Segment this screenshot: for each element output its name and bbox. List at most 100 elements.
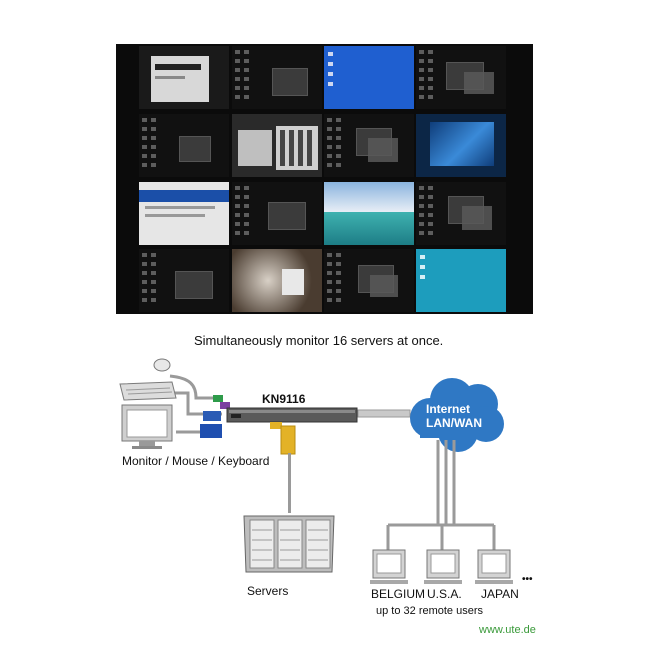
desktop-icon [336, 298, 341, 302]
desktop-icon [151, 271, 156, 275]
desktop-icon [327, 298, 332, 302]
server-screen-2[interactable] [232, 46, 322, 109]
remote-user-label-usa: U.S.A. [427, 587, 462, 601]
desktop-icon [327, 271, 332, 275]
desktop-icon [244, 50, 249, 54]
desktop-icon [419, 77, 424, 81]
remote-user-label-belgium: BELGIUM [371, 587, 426, 601]
server-screen-12[interactable] [416, 182, 506, 245]
desktop-icon [336, 136, 341, 140]
server-screen-4[interactable] [416, 46, 506, 109]
desktop-icon [235, 95, 240, 99]
footer-site-link[interactable]: www.ute.de [479, 624, 536, 636]
desktop-icon [151, 127, 156, 131]
desktop-icon [244, 59, 249, 63]
desktop-icon [419, 204, 424, 208]
server-screen-13[interactable] [139, 249, 229, 312]
desktop-icon [428, 231, 433, 235]
desktop-icon [235, 59, 240, 63]
desktop-icon [419, 231, 424, 235]
desktop-icon [244, 68, 249, 72]
remote-users-note: up to 32 remote users [376, 605, 484, 617]
server-screen-14[interactable] [232, 249, 322, 312]
desktop-icon [142, 145, 147, 149]
server-screen-6[interactable] [232, 114, 322, 177]
desktop-icon [244, 86, 249, 90]
server-screen-11[interactable] [324, 182, 414, 245]
server-monitor-wall [116, 44, 533, 314]
desktop-icon [142, 127, 147, 131]
desktop-icon [244, 204, 249, 208]
desktop-icon [336, 127, 341, 131]
desktop-icon [336, 145, 341, 149]
cloud-label-internet: Internet [426, 402, 471, 416]
desktop-icon [244, 222, 249, 226]
desktop-icon [428, 222, 433, 226]
monitor-caption: Simultaneously monitor 16 servers at onc… [194, 333, 444, 348]
desktop-icon [235, 231, 240, 235]
desktop-icon [327, 118, 332, 122]
desktop-icon [151, 136, 156, 140]
desktop-icon [336, 262, 341, 266]
server-screen-10[interactable] [232, 182, 322, 245]
kvm-switch-icon [226, 407, 358, 423]
remote-user-label-japan: JAPAN [481, 587, 519, 601]
desktop-icon [336, 154, 341, 158]
server-screen-7[interactable] [324, 114, 414, 177]
remote-user-cables [386, 440, 496, 550]
desktop-icon [428, 86, 433, 90]
desktop-icon [428, 213, 433, 217]
desktop-icon [428, 195, 433, 199]
desktop-icon [142, 163, 147, 167]
server-screen-1[interactable] [139, 46, 229, 109]
desktop-icon [142, 298, 147, 302]
cloud-label-lan-wan: LAN/WAN [426, 416, 482, 430]
desktop-icon [235, 195, 240, 199]
desktop-icon [244, 77, 249, 81]
desktop-icon [151, 262, 156, 266]
desktop-icon [428, 95, 433, 99]
monitor-icon [121, 404, 173, 449]
server-screen-9[interactable] [139, 182, 229, 245]
desktop-icon [327, 289, 332, 293]
desktop-icon [428, 186, 433, 190]
server-screen-15[interactable] [324, 249, 414, 312]
desktop-icon [151, 154, 156, 158]
desktop-icon [151, 289, 156, 293]
mouse-icon [153, 358, 171, 372]
desktop-icon [235, 222, 240, 226]
desktop-icon [235, 77, 240, 81]
desktop-icon [142, 118, 147, 122]
desktop-icon [235, 204, 240, 208]
internet-cloud-icon [410, 378, 504, 452]
remote-user-monitor-icon [424, 549, 462, 584]
console-label: Monitor / Mouse / Keyboard [122, 454, 270, 468]
desktop-icon [327, 154, 332, 158]
desktop-icon [151, 280, 156, 284]
server-rack-icon [243, 515, 335, 573]
desktop-icon [428, 77, 433, 81]
desktop-icon [419, 68, 424, 72]
desktop-icon [428, 204, 433, 208]
server-connector-icon [270, 422, 296, 513]
server-screen-5[interactable] [139, 114, 229, 177]
server-screen-3[interactable] [324, 46, 414, 109]
desktop-icon [142, 271, 147, 275]
desktop-icon [151, 145, 156, 149]
desktop-icon [336, 163, 341, 167]
keyboard-icon [119, 381, 177, 401]
remote-user-monitor-icon [370, 549, 408, 584]
remote-user-monitor-icon [475, 549, 513, 584]
desktop-icon [327, 127, 332, 131]
desktop-icon [327, 136, 332, 140]
desktop-icon [419, 195, 424, 199]
server-screen-16[interactable] [416, 249, 506, 312]
desktop-icon [151, 298, 156, 302]
desktop-icon [244, 186, 249, 190]
desktop-icon [327, 145, 332, 149]
desktop-icon [142, 136, 147, 140]
connector-icons [200, 395, 230, 438]
desktop-icon [142, 262, 147, 266]
server-screen-8[interactable] [416, 114, 506, 177]
desktop-icon [419, 222, 424, 226]
